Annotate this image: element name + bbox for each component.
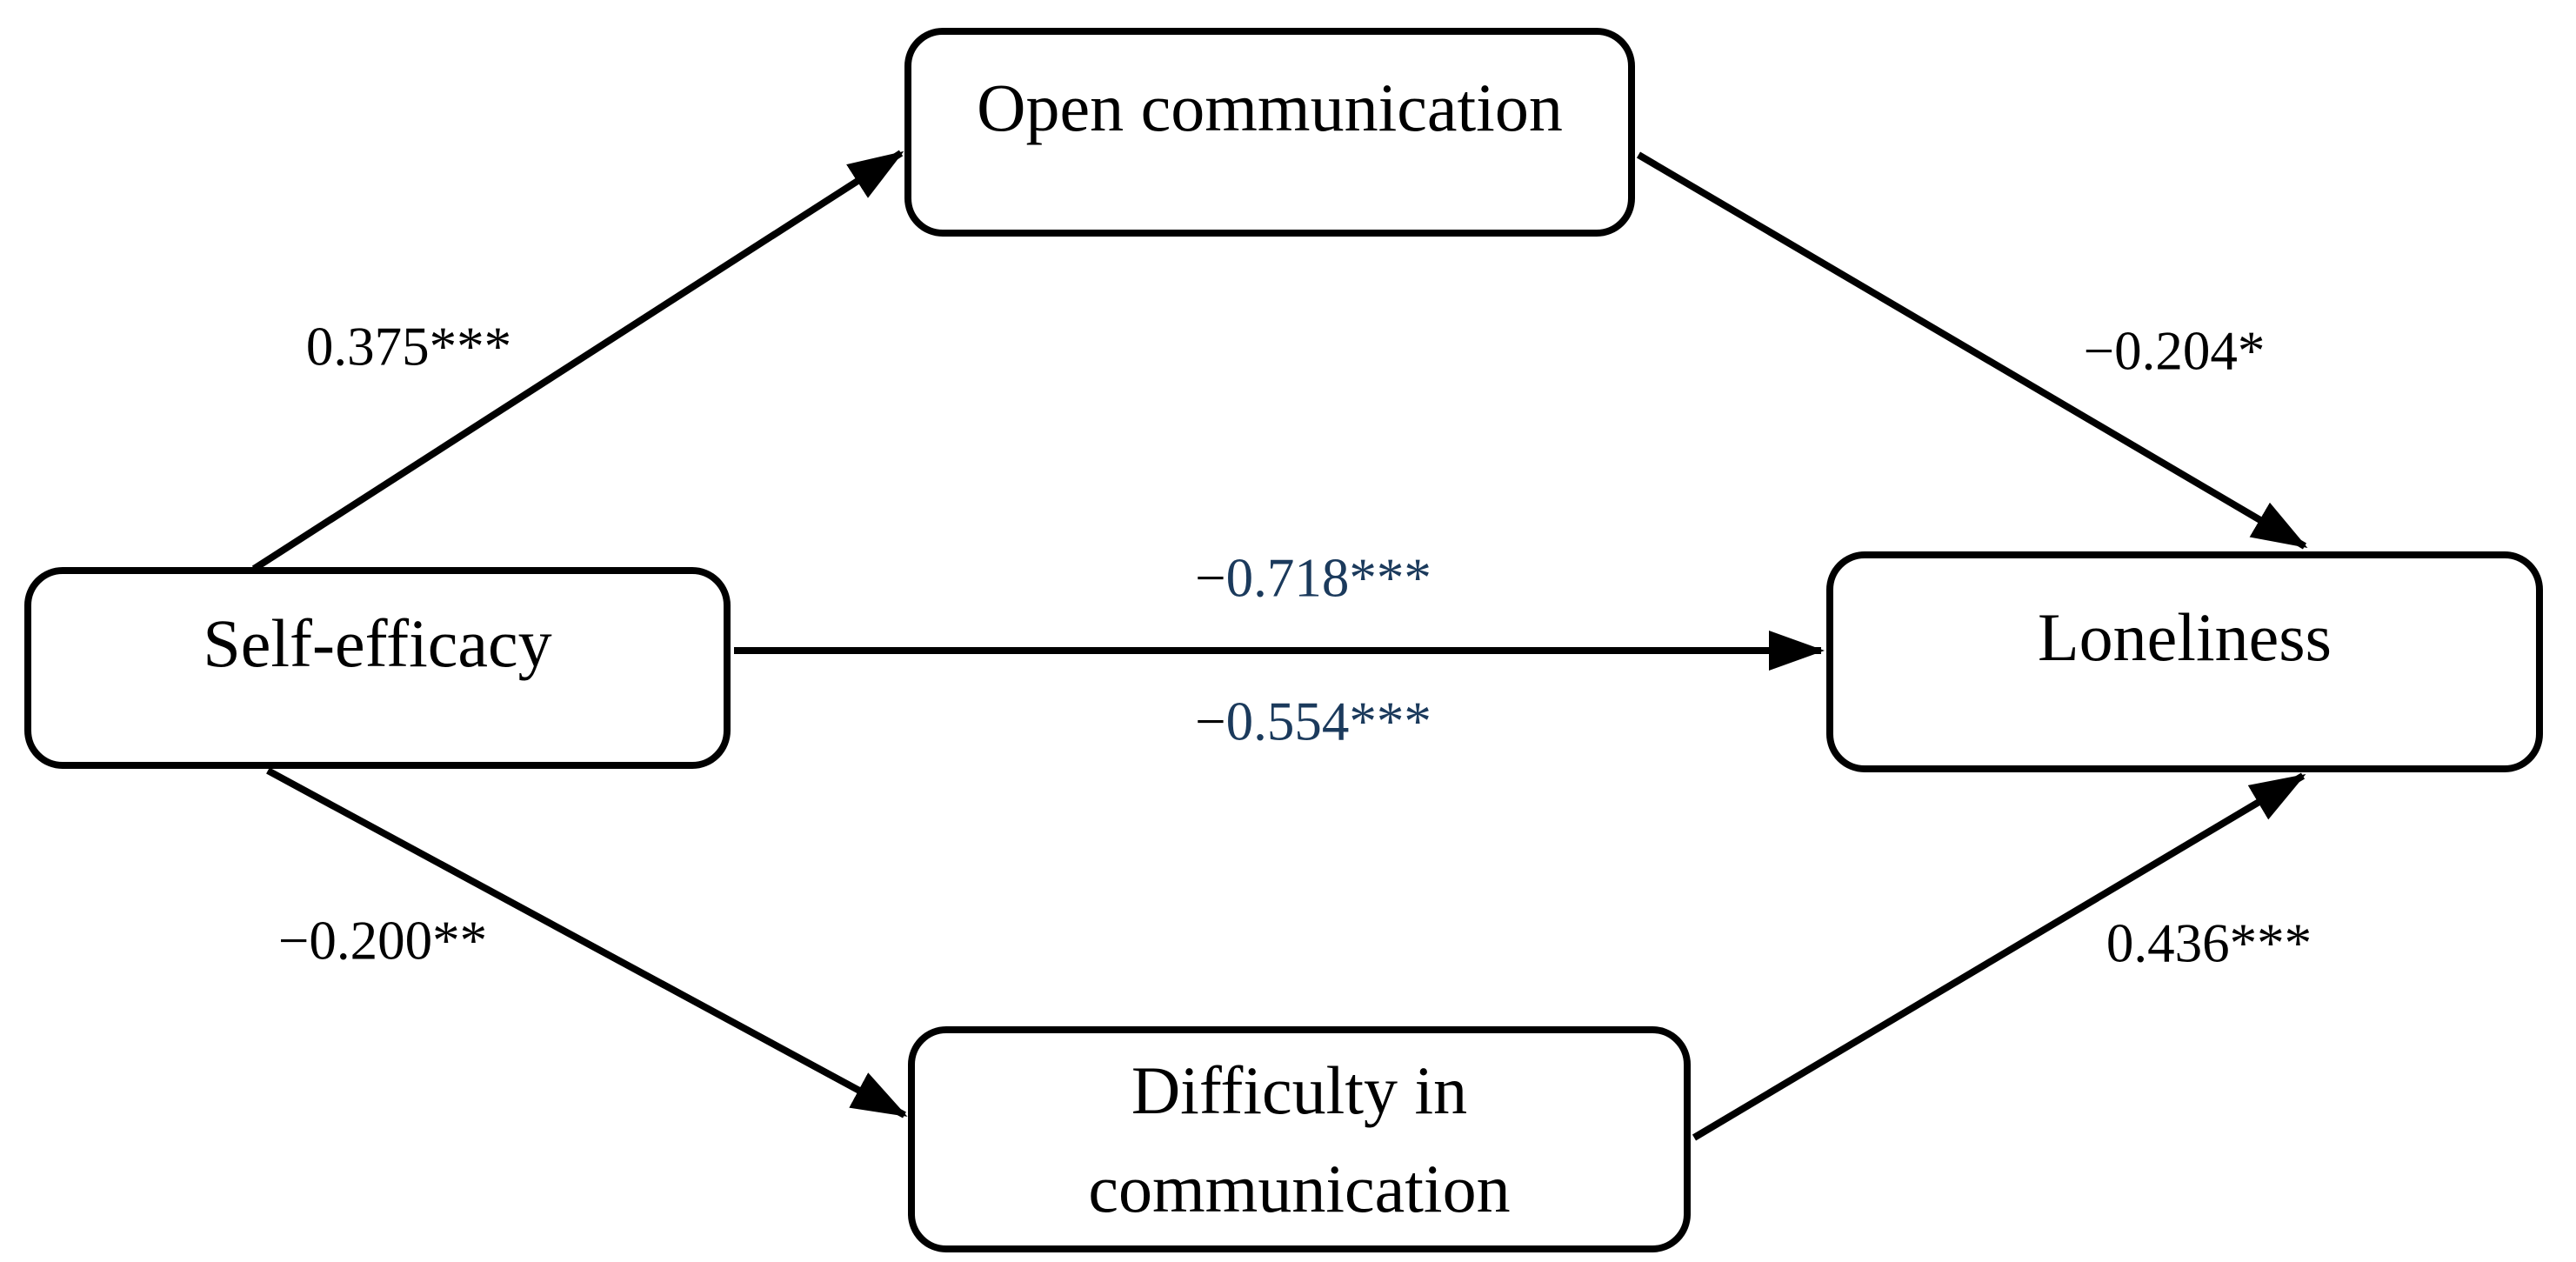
edge-label-se-to-lon-upper-sign: − bbox=[1195, 547, 1226, 609]
edge-label-oc-to-lon-value: 0.204* bbox=[2114, 320, 2266, 382]
edge-label-oc-to-lon-sign: − bbox=[2083, 320, 2115, 382]
node-open-communication-label: Open communication bbox=[977, 70, 1563, 146]
edge-label-se-to-oc: 0.375*** bbox=[306, 316, 511, 379]
edge-label-se-to-lon-lower-value: 0.554*** bbox=[1225, 691, 1431, 752]
edge-label-se-to-lon-upper-value: 0.718*** bbox=[1225, 547, 1431, 609]
edge-label-dif-to-lon-value: 0.436*** bbox=[2106, 912, 2312, 974]
edge-label-se-to-lon-lower: −0.554*** bbox=[1195, 691, 1431, 754]
node-loneliness-label: Loneliness bbox=[2038, 599, 2332, 676]
arrow-se-to-dif bbox=[266, 767, 908, 1118]
arrow-se-to-oc bbox=[251, 150, 904, 572]
edge-label-se-to-lon-lower-sign: − bbox=[1195, 691, 1226, 752]
node-difficulty-in-communication: Difficulty in communication bbox=[908, 1026, 1691, 1252]
edge-label-se-to-oc-value: 0.375*** bbox=[305, 316, 512, 377]
edge-label-se-to-dif-sign: − bbox=[277, 910, 310, 972]
arrow-dif-to-lon bbox=[1692, 772, 2306, 1141]
node-difficulty-in-communication-label: Difficulty in communication bbox=[1088, 1052, 1511, 1226]
node-self-efficacy-label: Self-efficacy bbox=[203, 605, 552, 682]
edge-label-se-to-lon-upper: −0.718*** bbox=[1195, 547, 1431, 611]
node-self-efficacy: Self-efficacy bbox=[24, 567, 731, 769]
edge-label-se-to-dif-value: 0.200** bbox=[309, 910, 488, 972]
edge-label-se-to-dif: −0.200** bbox=[278, 910, 487, 973]
edge-label-dif-to-lon: 0.436*** bbox=[2106, 912, 2312, 976]
node-open-communication: Open communication bbox=[904, 28, 1635, 237]
arrow-oc-to-lon bbox=[1636, 151, 2308, 550]
node-loneliness: Loneliness bbox=[1826, 551, 2543, 772]
edge-label-oc-to-lon: −0.204* bbox=[2084, 320, 2266, 384]
